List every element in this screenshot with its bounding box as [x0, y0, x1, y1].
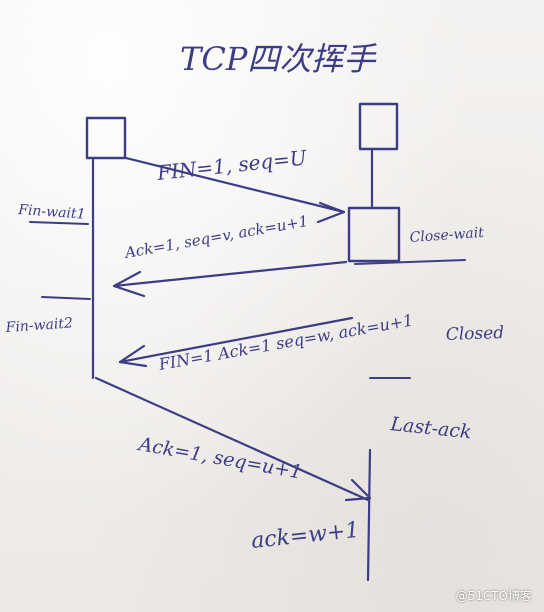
fin-arrow: [124, 156, 346, 214]
fin-wait1-underline: [29, 221, 89, 225]
diagram-title: TCP四次挥手: [180, 40, 377, 78]
message-fin2-label: FIN=1 Ack=1 seq=w, ack=u+1: [156, 310, 414, 374]
client-box: [85, 116, 127, 160]
server-box: [358, 102, 399, 151]
message-final-ack-label: Ack=1, seq=u+1: [135, 433, 304, 484]
message-fin-label: FIN=1, seq=U: [155, 145, 309, 185]
fin-wait2-underline: [41, 296, 91, 300]
server-lifeline-bottom: [366, 448, 372, 582]
server-state-closed: Closed: [445, 323, 504, 345]
watermark: @51CTO博客: [455, 589, 532, 603]
final-ack-extra-label: ack=w+1: [250, 518, 360, 554]
client-state-fin-wait2: Fin-wait2: [4, 315, 73, 336]
message-ack-label: Ack=1, seq=v, ack=u+1: [122, 212, 310, 262]
final-ack-arrowhead: [344, 478, 372, 502]
fin2-arrowhead: [118, 344, 148, 368]
server-state-divider: [354, 259, 466, 265]
ack-arrowhead: [112, 270, 146, 298]
fin-arrowhead: [316, 201, 346, 224]
server-state-close-wait: Close-wait: [409, 225, 485, 246]
server-state-last-ack: Last-ack: [388, 413, 472, 443]
fin2-arrow: [118, 316, 354, 364]
server-close-wait-box: [347, 206, 401, 263]
ack-arrow: [112, 260, 348, 288]
final-ack-arrow: [94, 376, 370, 502]
client-state-fin-wait1: Fin-wait1: [17, 202, 86, 223]
